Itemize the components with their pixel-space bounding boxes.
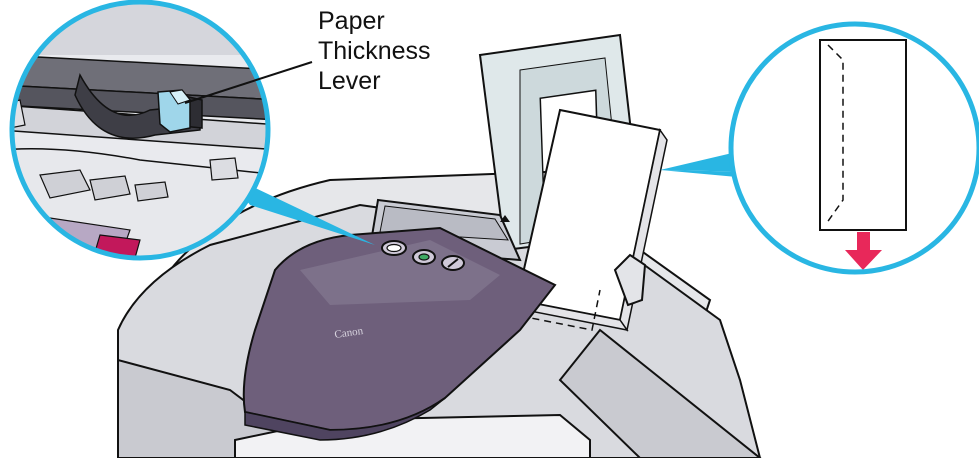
envelope-icon [820,40,906,230]
paper-thickness-lever-label: Paper Thickness Lever [318,6,431,96]
envelope-callout [660,24,979,274]
label-line-2: Thickness [318,36,431,66]
label-line-3: Lever [318,66,431,96]
label-line-1: Paper [318,6,431,36]
cancel-button-icon[interactable] [442,256,464,270]
power-button-icon[interactable] [382,241,406,255]
resume-button-icon[interactable] [413,250,435,264]
paper-thickness-lever-icon[interactable] [158,90,190,132]
